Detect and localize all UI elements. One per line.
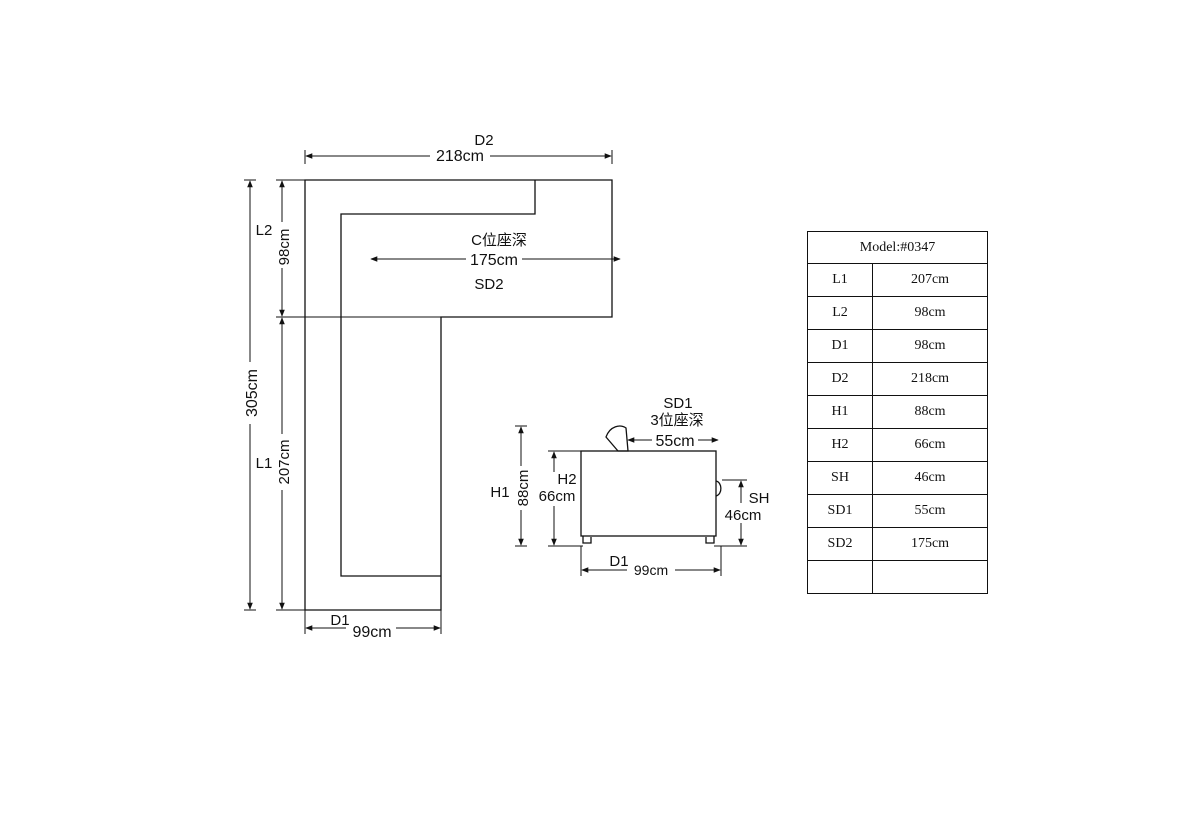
d2-label-bg (430, 146, 490, 162)
total-length-value: 305cm (244, 369, 261, 417)
table-key: H1 (807, 395, 873, 429)
table-value: 88cm (872, 395, 988, 429)
sd1-value-bg (652, 432, 698, 448)
table-key: D1 (807, 329, 873, 363)
table-value: 98cm (872, 296, 988, 330)
table-key: SD1 (807, 494, 873, 528)
sd2-label: SD2 (474, 276, 503, 293)
l1-label: L1 (256, 455, 273, 472)
table-row: L1 207cm (807, 263, 988, 297)
l2-label: L2 (256, 222, 273, 239)
table-value: 98cm (872, 329, 988, 363)
sd2-value: 175cm (470, 252, 518, 269)
plan-d1-value: 99cm (352, 624, 391, 641)
table-row: H2 66cm (807, 428, 988, 462)
sd1-label: SD1 (663, 395, 692, 412)
total-label-bg (242, 362, 258, 424)
side-d1-value-bg (627, 563, 675, 577)
plan-d1-label: D1 (330, 612, 349, 629)
model-row: Model:#0347 (807, 231, 988, 264)
h1-value: 88cm (515, 470, 532, 507)
table-value: 66cm (872, 428, 988, 462)
h2-label: H2 (557, 471, 576, 488)
side-d1-value: 99cm (634, 562, 668, 578)
l2-value: 98cm (276, 229, 293, 266)
l1-value: 207cm (276, 439, 293, 484)
h1-label: H1 (490, 484, 509, 501)
table-value (872, 560, 988, 594)
seat-depth-3-label: 3位座深 (650, 412, 703, 429)
l2-label-bg (274, 222, 290, 268)
side-view: SD1 3位座深 55cm H1 88cm H2 66cm SH 46cm D1… (490, 395, 769, 578)
table-key: SD2 (807, 527, 873, 561)
side-base (582, 536, 715, 544)
table-value: 218cm (872, 362, 988, 396)
table-row: D1 98cm (807, 329, 988, 363)
table-key: D2 (807, 362, 873, 396)
sh-label: SH (749, 490, 770, 507)
table-value: 207cm (872, 263, 988, 297)
h2-value: 66cm (539, 488, 576, 505)
sh-value: 46cm (725, 507, 762, 524)
table-row (807, 560, 988, 594)
model-cell: Model:#0347 (807, 231, 988, 264)
table-value: 55cm (872, 494, 988, 528)
d2-value: 218cm (436, 148, 484, 165)
sd2-value-bg (466, 251, 522, 267)
sd1-value: 55cm (655, 433, 694, 450)
table-key (807, 560, 873, 594)
c-seat-depth-label: C位座深 (471, 232, 527, 249)
table-row: SD2 175cm (807, 527, 988, 561)
d1-value-bg (346, 622, 396, 638)
table-row: D2 218cm (807, 362, 988, 396)
side-body-outline (580, 450, 717, 537)
plan-view: D2 218cm 305cm L2 98cm L1 207cm C位座深 175… (242, 132, 621, 641)
table-row: SD1 55cm (807, 494, 988, 528)
table-key: H2 (807, 428, 873, 462)
h2-label-bg (539, 472, 579, 506)
h1-value-bg (513, 466, 529, 510)
table-row: SH 46cm (807, 461, 988, 495)
table-value: 175cm (872, 527, 988, 561)
table-row: L2 98cm (807, 296, 988, 330)
side-arm-tip (715, 480, 722, 497)
l1-label-bg (274, 434, 290, 490)
spec-table: Model:#0347 L1 207cm L2 98cm D1 98cm D2 … (807, 231, 988, 594)
side-d1-label: D1 (609, 553, 628, 570)
d2-label: D2 (474, 132, 493, 149)
sh-value-bg (722, 503, 766, 523)
plan-inner-outline (340, 180, 536, 577)
table-row: H1 88cm (807, 395, 988, 429)
table-value: 46cm (872, 461, 988, 495)
table-key: L1 (807, 263, 873, 297)
side-headrest (605, 425, 629, 452)
table-key: L2 (807, 296, 873, 330)
table-key: SH (807, 461, 873, 495)
